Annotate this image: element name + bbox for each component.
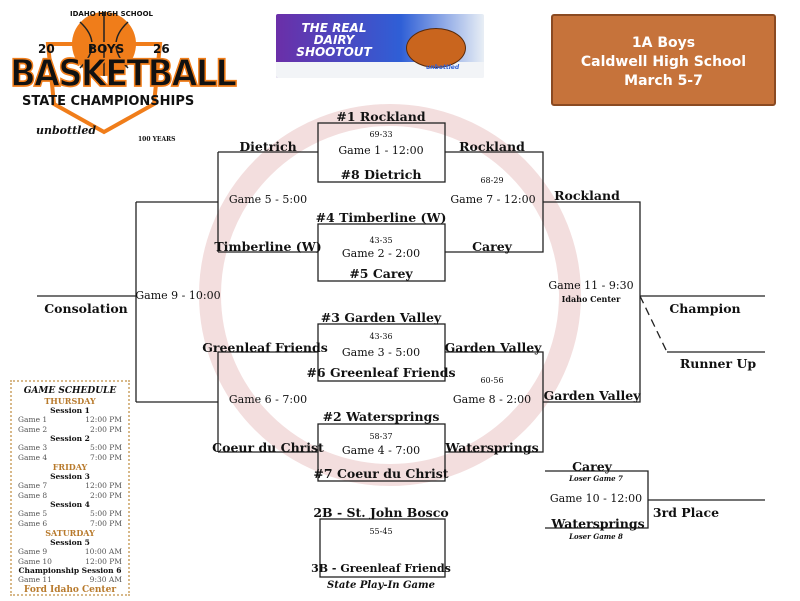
consolation-label: Consolation — [44, 301, 128, 316]
schedule-time: 5:00 PM — [90, 443, 122, 452]
schedule-row: Game 11 9:30 AM — [18, 575, 122, 585]
g3-top-team: #3 Garden Valley — [320, 310, 442, 325]
champion-label: Champion — [669, 301, 741, 316]
g6-bottom-team: Coeur du Christ — [212, 440, 324, 455]
g4-score: 58-37 — [369, 432, 393, 441]
g7-score: 68-29 — [480, 176, 504, 185]
g4-top-team: #2 Watersprings — [322, 409, 440, 424]
g7-top-team: Rockland — [459, 139, 525, 154]
g11-bottom-team: Garden Valley — [543, 388, 641, 403]
schedule-day: SATURDAY — [45, 528, 95, 538]
schedule-row: Game 7 12:00 PM — [18, 481, 122, 491]
schedule-day: FRIDAY — [52, 462, 88, 472]
schedule-row: Game 5 5:00 PM — [18, 509, 122, 519]
g3-label: Game 3 - 5:00 — [341, 346, 421, 359]
playin-bottom-team: 3B - Greenleaf Friends — [311, 562, 451, 575]
g10-bottom-team: Watersprings — [551, 516, 645, 531]
tournament-header: 1A Boys Caldwell High School March 5-7 — [551, 14, 776, 106]
g1-bottom-team: #8 Dietrich — [340, 167, 422, 182]
g6-label: Game 6 - 7:00 — [228, 393, 308, 406]
schedule-game: Game 5 — [18, 509, 48, 518]
g1-label: Game 1 - 12:00 — [338, 144, 424, 157]
schedule-session: Session 3 — [50, 472, 90, 481]
g11-venue: Idaho Center — [561, 294, 621, 304]
schedule-game: Game 11 — [18, 575, 52, 584]
runner-up-label: Runner Up — [679, 356, 757, 371]
g3-score: 43-36 — [369, 332, 393, 341]
sponsor-banner: THE REAL DAIRY SHOOTOUT unbottled — [276, 14, 484, 78]
schedule-row: Game 9 10:00 AM — [18, 547, 122, 557]
schedule-game: Game 8 — [18, 490, 48, 500]
g8-score: 60-56 — [480, 376, 504, 385]
g5-label: Game 5 - 5:00 — [228, 193, 308, 206]
schedule-day: THURSDAY — [44, 396, 96, 406]
schedule-time: 5:00 PM — [90, 509, 122, 518]
g8-bottom-team: Watersprings — [445, 440, 539, 455]
schedule-row: Game 3 5:00 PM — [18, 443, 122, 453]
schedule-game: Game 3 — [18, 443, 48, 452]
schedule-game: Game 4 — [18, 452, 48, 462]
schedule-time: 9:30 AM — [89, 575, 122, 584]
g4-label: Game 4 - 7:00 — [341, 444, 421, 457]
schedule-game: Game 1 — [18, 415, 48, 424]
schedule-time: 12:00 PM — [85, 481, 122, 490]
watermark-seal — [199, 104, 581, 486]
schedule-row: Game 6 7:00 PM — [18, 519, 122, 529]
schedule-row: Game 2 2:00 PM — [18, 425, 122, 435]
g10-top-team: Carey — [572, 459, 612, 474]
schedule-game: Game 9 — [18, 547, 48, 556]
schedule-time: 2:00 PM — [90, 424, 122, 434]
g8-label: Game 8 - 2:00 — [452, 393, 532, 406]
playin-top-team: 2B - St. John Bosco — [313, 505, 449, 520]
schedule-time: 10:00 AM — [84, 547, 122, 556]
schedule-time: 12:00 PM — [85, 415, 122, 424]
g6-top-team: Greenleaf Friends — [202, 340, 328, 355]
schedule-session: Championship Session 6 — [18, 566, 122, 575]
schedule-game: Game 2 — [18, 424, 48, 434]
schedule-time: 7:00 PM — [90, 452, 122, 462]
schedule-row: Game 1 12:00 PM — [18, 415, 122, 425]
playin-caption: State Play-In Game — [327, 580, 435, 591]
g7-label: Game 7 - 12:00 — [450, 193, 536, 206]
g2-score: 43-35 — [369, 236, 393, 245]
schedule-session: Session 1 — [50, 406, 90, 415]
g2-top-team: #4 Timberline (W) — [315, 210, 447, 225]
schedule-session: Session 5 — [50, 538, 90, 547]
schedule-time: 2:00 PM — [90, 490, 122, 500]
schedule-time: 7:00 PM — [90, 518, 122, 528]
schedule-time: 12:00 PM — [85, 556, 122, 566]
g9-label: Game 9 - 10:00 — [135, 289, 221, 302]
g5-top-team: Dietrich — [239, 139, 297, 154]
g3-bottom-team: #6 Greenleaf Friends — [306, 365, 456, 380]
schedule-game: Game 7 — [18, 481, 48, 490]
g4-bottom-team: #7 Coeur du Christ — [313, 466, 449, 481]
g5-bottom-team: Timberline (W) — [214, 239, 322, 254]
third-place-label: 3rd Place — [652, 505, 720, 520]
g1-score: 69-33 — [369, 130, 393, 139]
schedule-session: Session 2 — [50, 434, 90, 443]
g11-label: Game 11 - 9:30 — [548, 279, 634, 292]
g7-bottom-team: Carey — [472, 239, 512, 254]
g2-label: Game 2 - 2:00 — [341, 247, 421, 260]
g11-top-team: Rockland — [554, 188, 620, 203]
tournament-logo: IDAHO HIGH SCHOOL 20 BOYS 26 BASKETBALL … — [9, 10, 238, 143]
g10-label: Game 10 - 12:00 — [549, 492, 643, 505]
venue: Ford Idaho Center — [23, 584, 117, 595]
g2-bottom-team: #5 Carey — [349, 266, 413, 281]
g8-top-team: Garden Valley — [444, 340, 542, 355]
g10-top-note: Loser Game 7 — [569, 474, 623, 483]
g10-bottom-note: Loser Game 8 — [569, 532, 623, 541]
g1-top-team: #1 Rockland — [336, 109, 426, 124]
schedule-game: Game 10 — [18, 556, 52, 566]
schedule-row: Game 10 12:00 PM — [18, 557, 122, 567]
playin-score: 55-45 — [369, 527, 393, 536]
schedule-row: Game 8 2:00 PM — [18, 491, 122, 501]
schedule-session: Session 4 — [50, 500, 90, 509]
schedule-row: Game 4 7:00 PM — [18, 453, 122, 463]
schedule-game: Game 6 — [18, 518, 48, 528]
